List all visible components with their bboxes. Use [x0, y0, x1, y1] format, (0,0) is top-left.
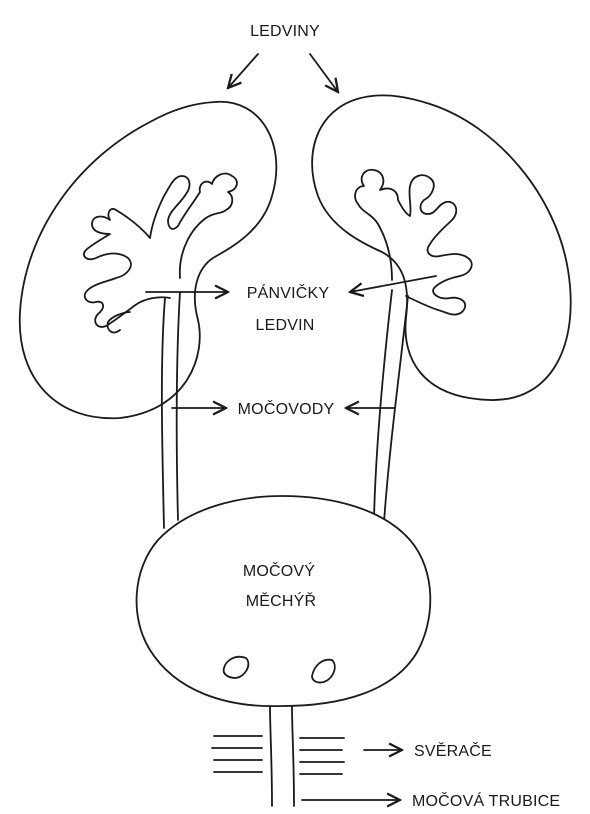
arrow-kidneys-left — [228, 54, 258, 88]
urethra-left-wall — [270, 706, 272, 806]
label-ureters: MOČOVODY — [238, 399, 335, 418]
label-bladder-line2: MĚCHÝŘ — [246, 591, 317, 610]
label-sphincters: SVĚRAČE — [414, 741, 492, 760]
arrow-kidneys-right — [310, 54, 338, 92]
label-renal-pelvis-line1: PÁNVIČKY — [247, 283, 330, 302]
left-kidney — [20, 102, 277, 418]
label-renal-pelvis-line2: LEDVIN — [256, 317, 315, 334]
label-kidneys: LEDVINY — [250, 23, 320, 40]
right-kidney — [312, 95, 571, 400]
urethra-right-wall — [292, 706, 294, 806]
right-ureter — [374, 290, 392, 518]
label-urethra: MOČOVÁ TRUBICE — [412, 791, 560, 810]
label-bladder-line1: MOČOVÝ — [243, 561, 315, 580]
